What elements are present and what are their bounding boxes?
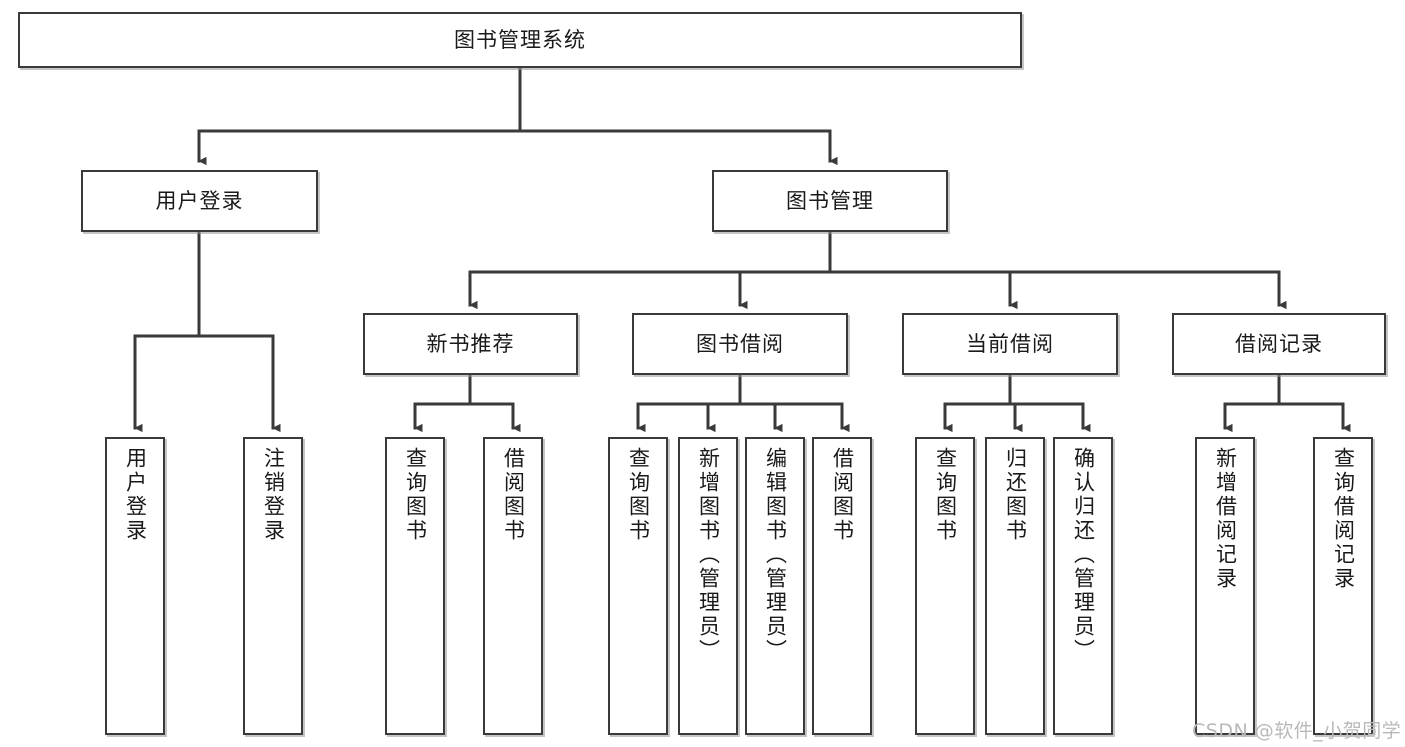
leaf-logout-label: 注销登录 bbox=[261, 447, 286, 543]
leaf-add-book-admin[interactable]: 新增图书（管理员） bbox=[678, 437, 738, 735]
node-current-borrow-label: 当前借阅 bbox=[966, 331, 1054, 356]
leaf-borrow-book[interactable]: 借阅图书 bbox=[812, 437, 872, 735]
leaf-borrow-book-recommend[interactable]: 借阅图书 bbox=[483, 437, 543, 735]
leaf-query-book-current-label: 查询图书 bbox=[933, 447, 958, 543]
node-root-system-label: 图书管理系统 bbox=[454, 27, 586, 52]
leaf-logout[interactable]: 注销登录 bbox=[243, 437, 303, 735]
node-book-borrow[interactable]: 图书借阅 bbox=[632, 313, 848, 375]
leaf-confirm-return-admin[interactable]: 确认归还（管理员） bbox=[1053, 437, 1113, 735]
node-book-borrow-label: 图书借阅 bbox=[696, 331, 784, 356]
leaf-borrow-book-recommend-label: 借阅图书 bbox=[501, 447, 526, 543]
leaf-edit-book-admin-label: 编辑图书（管理员） bbox=[763, 447, 788, 663]
node-user-login[interactable]: 用户登录 bbox=[81, 170, 318, 232]
leaf-confirm-return-admin-label: 确认归还（管理员） bbox=[1071, 447, 1096, 663]
node-root-system[interactable]: 图书管理系统 bbox=[18, 12, 1022, 68]
leaf-query-book-borrow-label: 查询图书 bbox=[626, 447, 651, 543]
node-new-book-recommend-label: 新书推荐 bbox=[426, 331, 515, 356]
node-new-book-recommend[interactable]: 新书推荐 bbox=[363, 313, 578, 375]
node-book-management[interactable]: 图书管理 bbox=[712, 170, 948, 232]
leaf-query-borrow-record[interactable]: 查询借阅记录 bbox=[1313, 437, 1373, 735]
leaf-add-borrow-record[interactable]: 新增借阅记录 bbox=[1195, 437, 1255, 735]
leaf-query-book-recommend-label: 查询图书 bbox=[403, 447, 428, 543]
leaf-user-login[interactable]: 用户登录 bbox=[105, 437, 165, 735]
leaf-add-book-admin-label: 新增图书（管理员） bbox=[696, 447, 721, 663]
leaf-query-book-recommend[interactable]: 查询图书 bbox=[385, 437, 445, 735]
node-borrow-record[interactable]: 借阅记录 bbox=[1172, 313, 1386, 375]
node-book-management-label: 图书管理 bbox=[786, 188, 874, 213]
leaf-user-login-label: 用户登录 bbox=[123, 447, 148, 543]
node-current-borrow[interactable]: 当前借阅 bbox=[902, 313, 1118, 375]
leaf-return-book-label: 归还图书 bbox=[1003, 447, 1028, 543]
leaf-query-book-current[interactable]: 查询图书 bbox=[915, 437, 975, 735]
node-borrow-record-label: 借阅记录 bbox=[1235, 331, 1323, 356]
leaf-borrow-book-label: 借阅图书 bbox=[830, 447, 855, 543]
leaf-return-book[interactable]: 归还图书 bbox=[985, 437, 1045, 735]
leaf-add-borrow-record-label: 新增借阅记录 bbox=[1213, 447, 1238, 591]
node-user-login-label: 用户登录 bbox=[155, 188, 244, 213]
leaf-edit-book-admin[interactable]: 编辑图书（管理员） bbox=[745, 437, 805, 735]
leaf-query-borrow-record-label: 查询借阅记录 bbox=[1331, 447, 1356, 591]
watermark-text: CSDN @软件_小贺同学 bbox=[1192, 720, 1402, 742]
leaf-query-book-borrow[interactable]: 查询图书 bbox=[608, 437, 668, 735]
